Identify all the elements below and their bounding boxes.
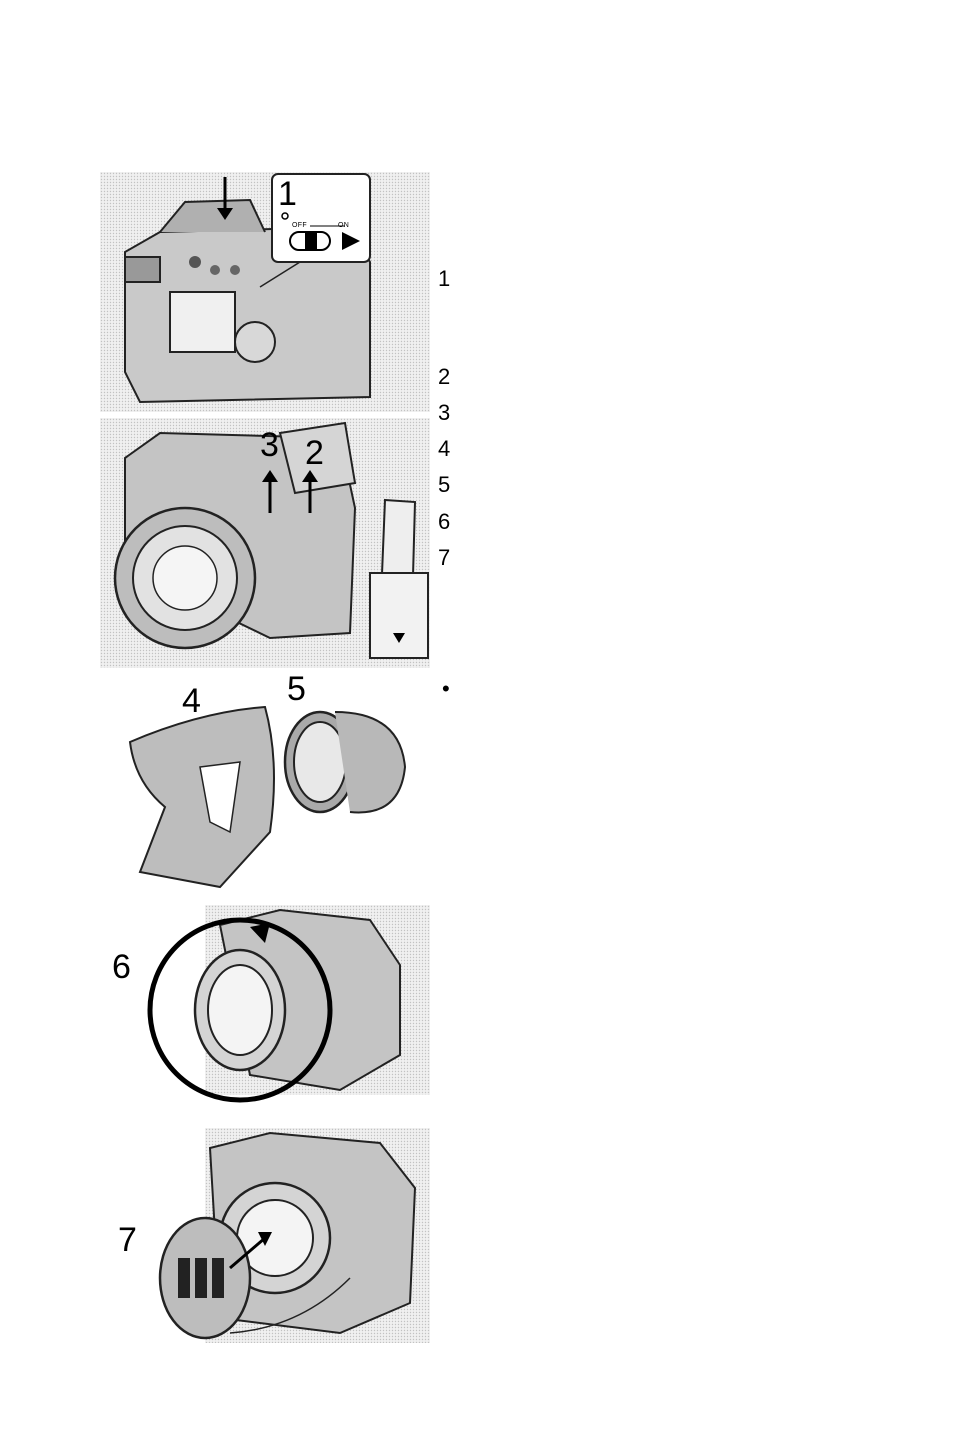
figure-label-5: 5 (287, 672, 306, 706)
list-item: 2 (438, 366, 450, 388)
figure-hood-adaptor: 4 5 (100, 672, 430, 897)
figure-label-6: 6 (112, 950, 131, 984)
figure-attach-adaptor: 6 (100, 905, 430, 1110)
figure-label-7: 7 (118, 1223, 137, 1257)
figure-label-4: 4 (182, 684, 201, 718)
figure-label-3: 3 (260, 428, 279, 462)
figure-label-1: 1 (278, 177, 297, 211)
list-item: 3 (438, 402, 450, 424)
list-item: 4 (438, 438, 450, 460)
hood-adaptor-illustration (100, 672, 430, 897)
switch-on-label: ON (338, 222, 349, 229)
figure-label-2: 2 (305, 436, 324, 470)
figure-power-switch: 1 OFF ON (100, 172, 430, 412)
bullet-marker: • (442, 678, 450, 700)
camera-top-illustration (100, 172, 430, 412)
figure-lens-cap: 7 (100, 1128, 430, 1343)
lens-cap-illustration (100, 1128, 430, 1343)
attach-adaptor-illustration (100, 905, 430, 1110)
figure-card-battery: 3 2 (100, 418, 430, 668)
list-item: 7 (438, 547, 450, 569)
list-item: 5 (438, 474, 450, 496)
list-item: 1 (438, 268, 450, 290)
list-item: 6 (438, 511, 450, 533)
switch-off-label: OFF (292, 222, 307, 229)
